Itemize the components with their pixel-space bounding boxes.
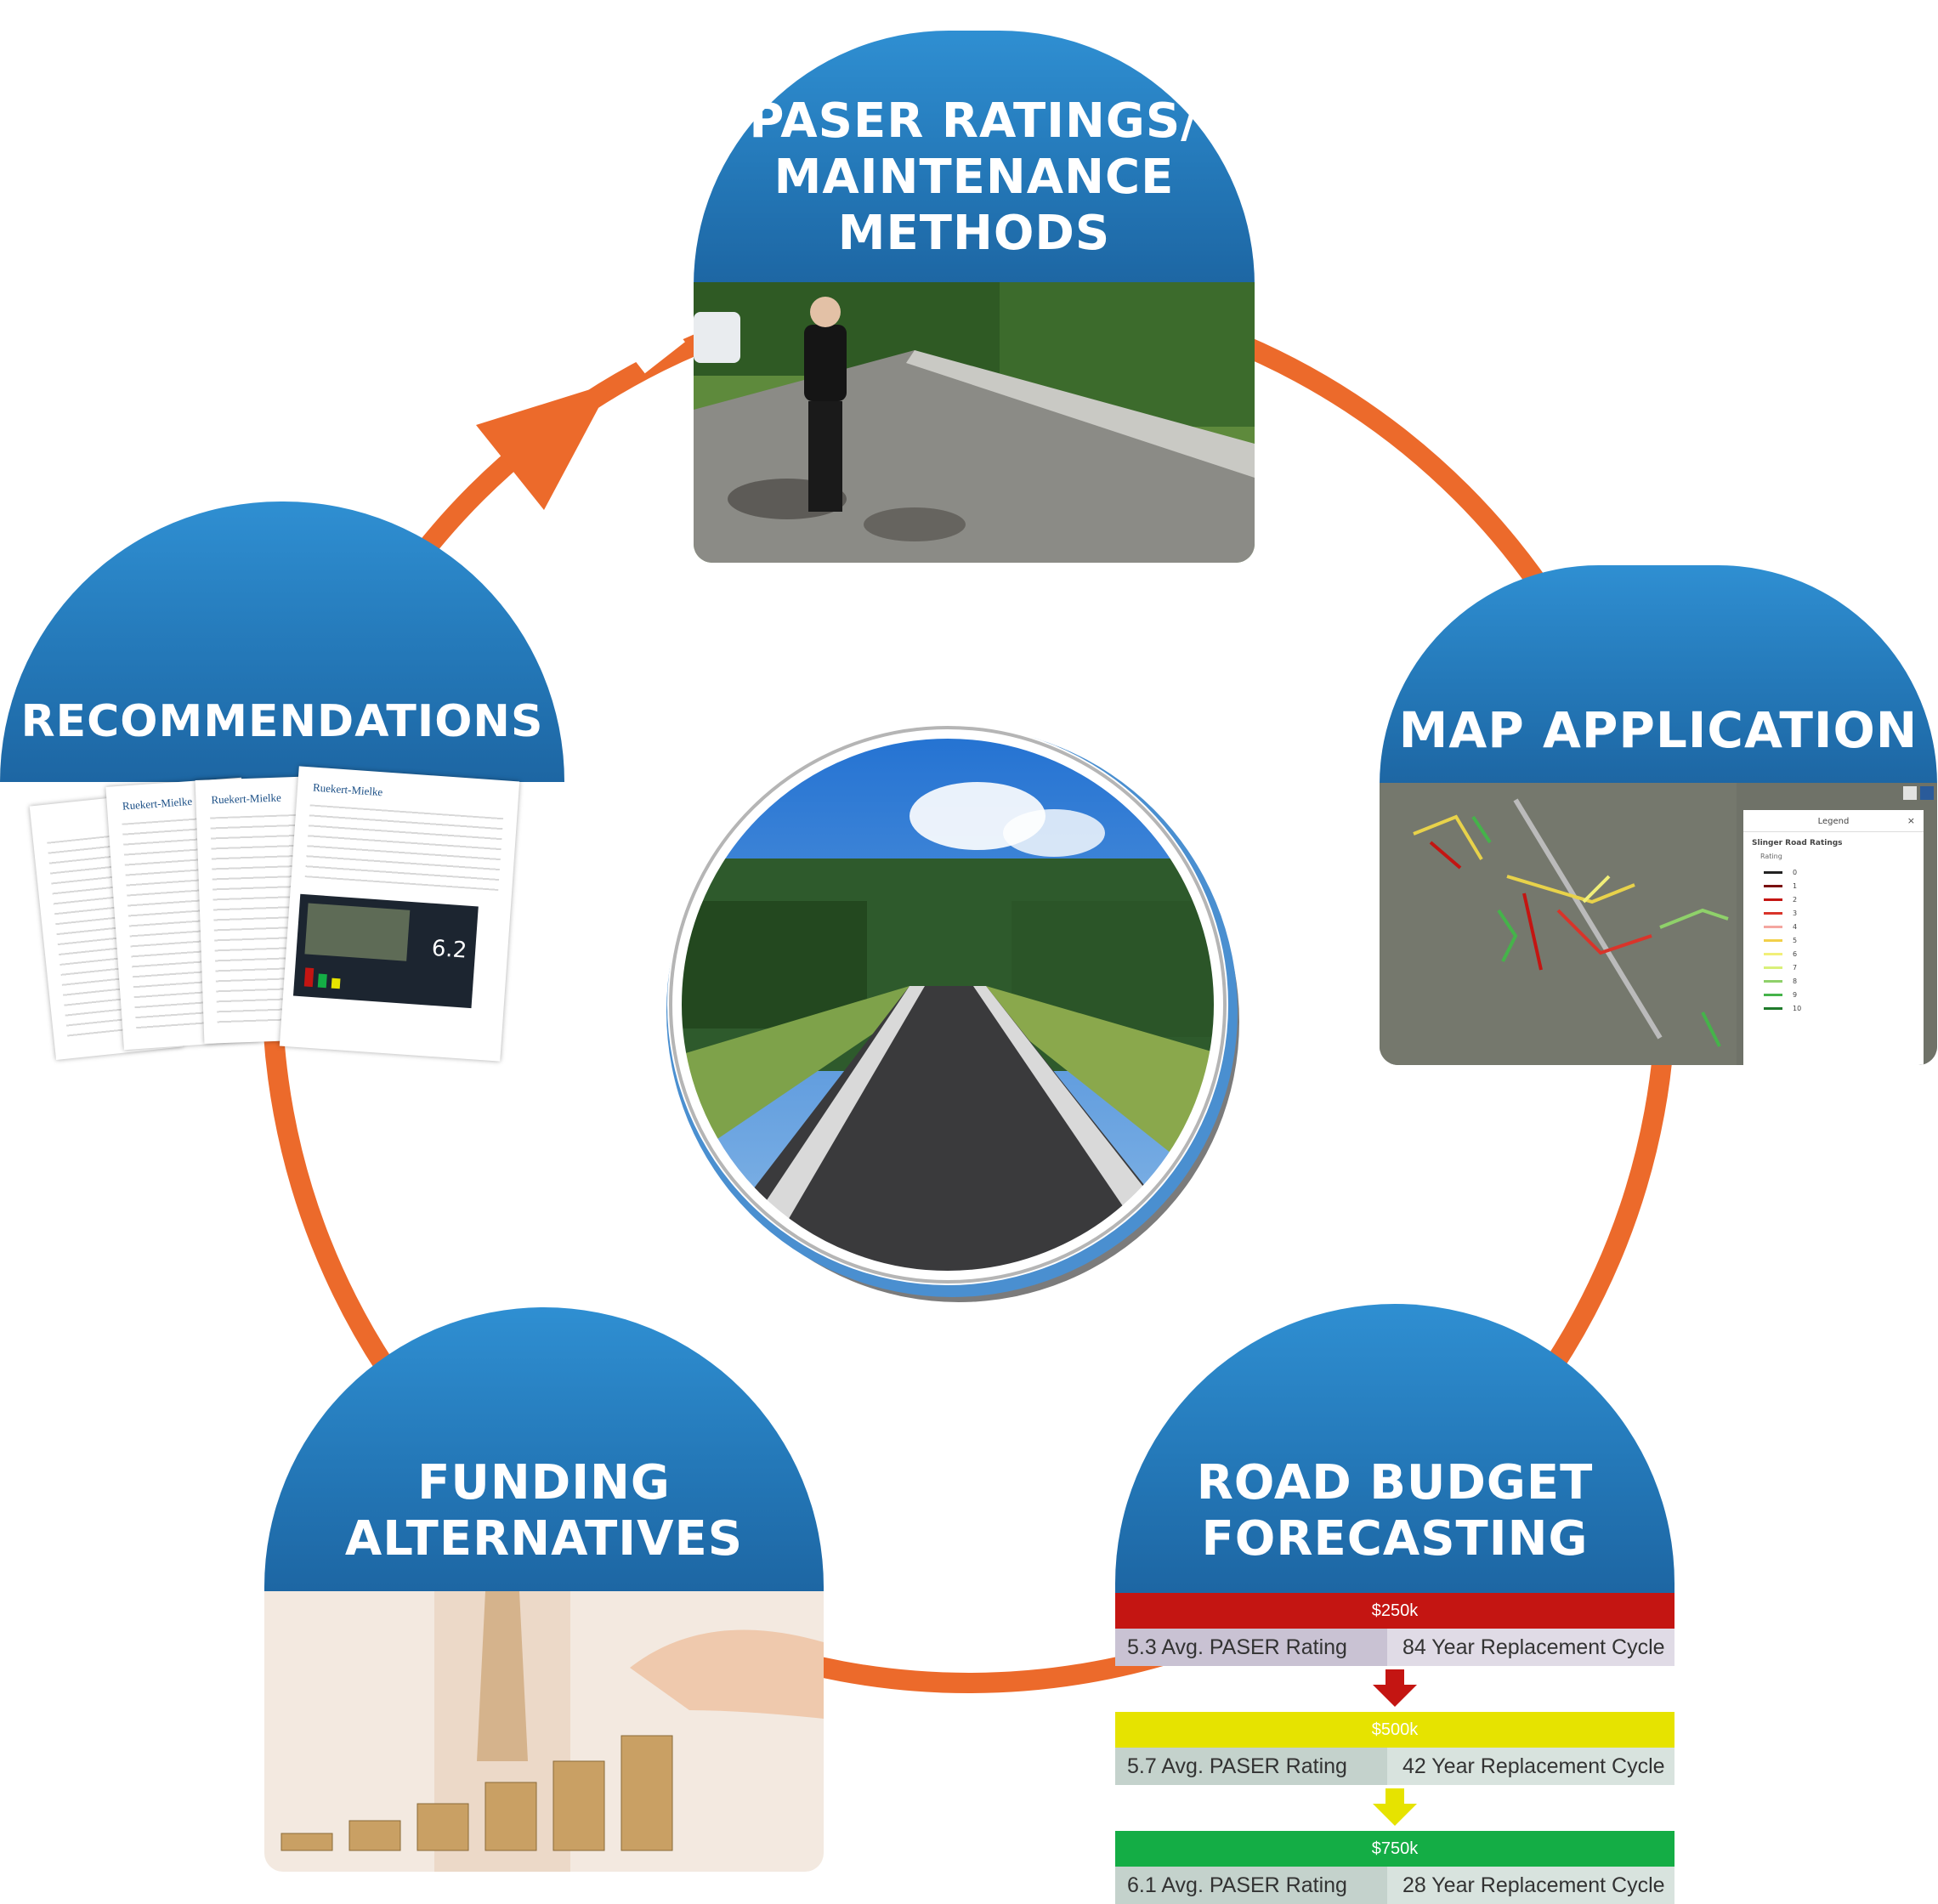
legend-close-icon[interactable]: ×	[1907, 815, 1915, 826]
funding-title: FUNDING ALTERNATIVES	[344, 1454, 744, 1567]
map-title-dome: MAP APPLICATION	[1380, 565, 1937, 785]
map-screenshot[interactable]: Legend × Slinger Road Ratings Rating 0 1 2…	[1380, 783, 1937, 1065]
budget-band-250k: $250k	[1115, 1593, 1674, 1629]
legend-row-9: 9	[1743, 988, 1924, 1001]
legend-swatch-2	[1764, 898, 1782, 901]
arrow-down-yellow-icon	[1115, 1788, 1674, 1831]
report-page-4: Ruekert-Mielke 6.2	[279, 766, 520, 1062]
budget-cycle-500k: 42 Year Replacement Cycle	[1387, 1748, 1674, 1785]
budget-row-750k: 6.1 Avg. PASER Rating 28 Year Replacemen…	[1115, 1867, 1674, 1904]
cycle-arrow-icon	[476, 382, 612, 510]
budget-band-750k: $750k	[1115, 1831, 1674, 1867]
legend-swatch-1	[1764, 884, 1782, 887]
legend-swatch-9	[1764, 993, 1782, 996]
node-recommendations: RECOMMENDATIONS Ruekert-Mielke Ruekert-M…	[0, 502, 564, 1071]
budget-band-500k: $500k	[1115, 1712, 1674, 1748]
legend-label-0: 0	[1793, 868, 1798, 876]
legend-label-2: 2	[1793, 895, 1798, 904]
report-logo-2: Ruekert-Mielke	[211, 790, 281, 807]
legend-swatch-5	[1764, 938, 1782, 942]
budget-cycle-750k: 28 Year Replacement Cycle	[1387, 1867, 1674, 1904]
coin-stacks-photo	[264, 1591, 824, 1872]
recommendations-title-dome: RECOMMENDATIONS	[0, 502, 564, 782]
legend-row-8: 8	[1743, 974, 1924, 988]
legend-label-9: 9	[1793, 990, 1798, 999]
legend-swatch-7	[1764, 966, 1782, 969]
report-dashboard: 6.2	[292, 893, 479, 1009]
budget-title: ROAD BUDGET FORECASTING	[1196, 1454, 1594, 1567]
report-score: 6.2	[430, 935, 468, 964]
node-road-budget: ROAD BUDGET FORECASTING $250k 5.3 Avg. P…	[1115, 1304, 1674, 1904]
legend-swatch-0	[1764, 870, 1782, 874]
legend-label-10: 10	[1793, 1004, 1802, 1012]
legend-row-2: 2	[1743, 892, 1924, 906]
legend-label-3: 3	[1793, 909, 1798, 917]
legend-label-7: 7	[1793, 963, 1798, 972]
legend-swatch-8	[1764, 979, 1782, 983]
paser-photo	[694, 282, 1255, 563]
budget-title-dome: ROAD BUDGET FORECASTING	[1115, 1304, 1674, 1593]
legend-label-1: 1	[1793, 881, 1798, 890]
budget-table: $250k 5.3 Avg. PASER Rating 84 Year Repl…	[1115, 1593, 1674, 1904]
budget-row-250k: 5.3 Avg. PASER Rating 84 Year Replacemen…	[1115, 1629, 1674, 1666]
legend-row-0: 0	[1743, 865, 1924, 879]
center-road-photo	[666, 724, 1239, 1302]
legend-row-6: 6	[1743, 947, 1924, 960]
legend-label-6: 6	[1793, 949, 1798, 958]
legend-row-7: 7	[1743, 960, 1924, 974]
legend-rows: 0 1 2 3 4 5 6 7 8 9 10	[1743, 865, 1924, 1015]
paser-title-dome: PASER RATINGS/ MAINTENANCE METHODS	[694, 31, 1255, 286]
node-map-application: MAP APPLICATION	[1380, 565, 1937, 1067]
legend-layer-name: Slinger Road Ratings	[1752, 839, 1843, 847]
budget-rating-250k: 5.3 Avg. PASER Rating	[1115, 1629, 1387, 1666]
report-logo-3: Ruekert-Mielke	[312, 780, 383, 799]
legend-label-4: 4	[1793, 922, 1798, 931]
funding-title-dome: FUNDING ALTERNATIVES	[264, 1307, 824, 1593]
funding-photo	[264, 1591, 824, 1872]
legend-row-1: 1	[1743, 879, 1924, 892]
budget-rating-750k: 6.1 Avg. PASER Rating	[1115, 1867, 1387, 1904]
legend-subtitle: Rating	[1760, 853, 1782, 860]
legend-swatch-6	[1764, 952, 1782, 955]
legend-swatch-10	[1764, 1006, 1782, 1010]
recommendations-title: RECOMMENDATIONS	[20, 695, 544, 747]
legend-row-5: 5	[1743, 933, 1924, 947]
paser-title: PASER RATINGS/ MAINTENANCE METHODS	[749, 93, 1199, 261]
legend-swatch-3	[1764, 911, 1782, 915]
map-title: MAP APPLICATION	[1398, 700, 1918, 759]
node-funding-alternatives: FUNDING ALTERNATIVES	[264, 1307, 824, 1873]
budget-cycle-250k: 84 Year Replacement Cycle	[1387, 1629, 1674, 1666]
report-logo: Ruekert-Mielke	[122, 794, 193, 813]
report-documents: Ruekert-Mielke Ruekert-Mielke Ruekert-Mi…	[29, 766, 544, 1080]
legend-row-4: 4	[1743, 920, 1924, 933]
node-paser-ratings: PASER RATINGS/ MAINTENANCE METHODS	[694, 31, 1255, 566]
map-legend-panel: Legend × Slinger Road Ratings Rating 0 1 2…	[1743, 810, 1924, 1065]
legend-swatch-4	[1764, 925, 1782, 928]
inspector-road-photo	[694, 282, 1255, 563]
legend-label-8: 8	[1793, 977, 1798, 985]
budget-rating-500k: 5.7 Avg. PASER Rating	[1115, 1748, 1387, 1785]
legend-row-3: 3	[1743, 906, 1924, 920]
arrow-down-red-icon	[1115, 1669, 1674, 1712]
center-road-image	[654, 706, 1250, 1318]
budget-row-500k: 5.7 Avg. PASER Rating 42 Year Replacemen…	[1115, 1748, 1674, 1785]
legend-label-5: 5	[1793, 936, 1798, 944]
legend-row-10: 10	[1743, 1001, 1924, 1015]
legend-header: Legend	[1817, 817, 1850, 826]
